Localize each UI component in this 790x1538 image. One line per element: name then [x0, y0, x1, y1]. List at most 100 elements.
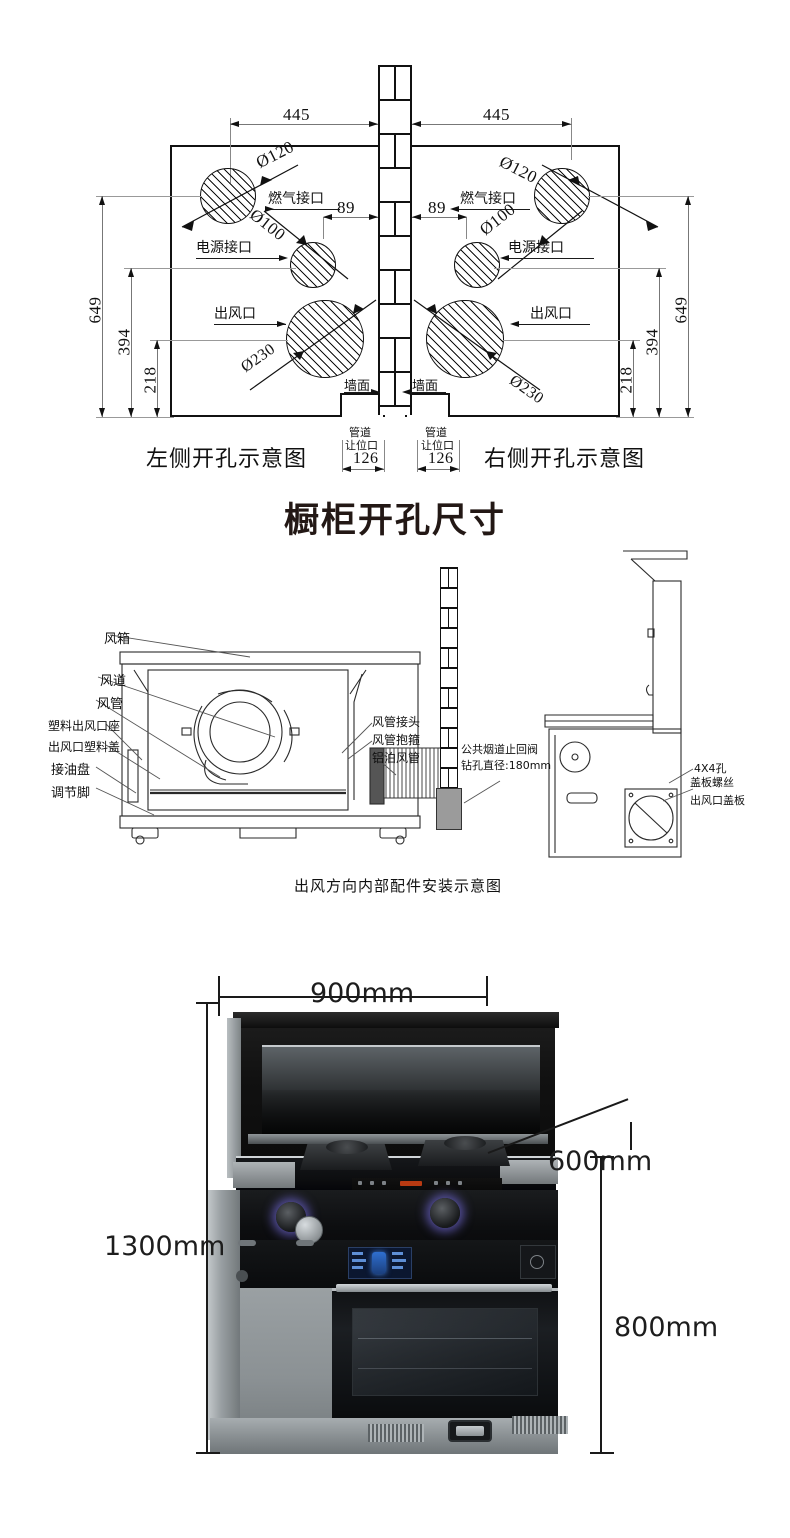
side-knob-small[interactable] — [236, 1270, 248, 1282]
side-round-control[interactable] — [295, 1216, 323, 1244]
dim-126-left-text: 126 — [353, 450, 379, 467]
dim-126-left-line — [342, 469, 384, 470]
cooktop-touch-strip[interactable] — [352, 1178, 502, 1190]
label-power-port-right: 电源接口 — [508, 240, 564, 256]
dim-1300-vline — [206, 1002, 208, 1454]
leader-outlet-right — [413, 299, 541, 391]
label-pipe-notch-left-1: 管道 — [349, 426, 371, 439]
label-pipe-notch-right-1: 管道 — [425, 426, 447, 439]
hood-left-side — [227, 1018, 241, 1178]
dim-218-right-arrow-bot — [629, 408, 636, 417]
brick-wall — [378, 65, 412, 415]
dim-394-right-text: 394 — [642, 328, 662, 356]
left-box-top — [170, 145, 385, 147]
dim-126-left-ext-a — [342, 440, 343, 472]
dim-89-left-text: 89 — [337, 198, 355, 217]
dim-126-left-arrow-b — [375, 465, 384, 472]
flue-brick-wall — [440, 567, 458, 799]
wall-left-arrow — [371, 388, 380, 395]
oven-rack-line-2 — [358, 1368, 532, 1369]
dim-218-right-arrow-top — [629, 340, 636, 349]
power-right-underline — [508, 258, 594, 259]
right-label-4x4-holes: 4X4孔 — [694, 762, 727, 775]
dim-89-right-ext — [466, 217, 467, 239]
gas-right-arrow — [450, 205, 459, 212]
dim-89-right-arrow-b — [458, 213, 467, 220]
dim-126-right-line — [417, 469, 459, 470]
dim-394-right-arrow-top — [655, 268, 662, 277]
hole-outlet-left — [286, 300, 364, 378]
dim-126-right-ext-b — [459, 440, 460, 472]
right-box-right — [618, 145, 620, 417]
part-label-duct-clamp: 风管抱箍 — [372, 733, 421, 747]
dim-89-right-line — [412, 217, 467, 218]
dim-89-right-arrow-a — [412, 213, 421, 220]
dim-800-tick-bottom — [590, 1452, 614, 1454]
right-notch-horiz — [405, 393, 450, 395]
part-label-plastic-seat: 塑料出风口座 — [48, 719, 121, 733]
left-notch-horiz — [340, 393, 385, 395]
dim-394-left-text: 394 — [114, 328, 134, 356]
wall-right-underline — [410, 392, 446, 393]
hood-top-bar — [233, 1012, 559, 1028]
dim-126-right-arrow-a — [417, 465, 426, 472]
dim-394-left-arrow-top — [127, 268, 134, 277]
dim-445-left-ext — [230, 118, 231, 183]
part-label-fengdao: 风道 — [100, 674, 127, 689]
flue-check-valve — [436, 788, 462, 830]
right-notch-vert — [448, 393, 450, 417]
dim-445-right-line — [412, 124, 572, 125]
dim-1300-tick-top — [196, 1002, 220, 1004]
airout-left-underline — [214, 324, 286, 325]
dim-394-right-line — [659, 268, 660, 417]
dim-218-right-text: 218 — [616, 366, 636, 394]
leader-power-left — [263, 210, 349, 280]
plinth-center-port-inner — [456, 1426, 484, 1436]
gas-left-underline — [268, 209, 340, 210]
power-button-icon[interactable] — [530, 1255, 544, 1269]
side-slot-a — [238, 1240, 256, 1246]
gas-left-arrow — [265, 205, 274, 212]
leader-power-right — [497, 210, 583, 280]
dim-445-right-text: 445 — [483, 105, 510, 124]
dim-89-left-arrow-a — [323, 213, 332, 220]
plinth-vent-right — [512, 1416, 568, 1434]
ext-218-right — [502, 340, 640, 341]
product-photo-section: 900mm 600mm 1300mm 800mm — [0, 940, 790, 1538]
label-air-outlet-left: 出风口 — [214, 306, 256, 322]
dim-445-left-arrow-end — [369, 120, 378, 127]
part-label-adjust-foot: 调节脚 — [51, 786, 91, 801]
knob-right[interactable] — [430, 1198, 460, 1228]
dim-218-right-line — [633, 340, 634, 417]
dim-649-right-line — [688, 196, 689, 417]
side-slot-b — [296, 1240, 314, 1246]
label-power-port-left: 电源接口 — [196, 240, 252, 256]
display-center-glow — [372, 1252, 386, 1274]
right-label-leaders — [662, 768, 694, 802]
dim-445-right-arrow-start — [412, 120, 421, 127]
middle-label-leaders — [341, 722, 397, 776]
page-title: 橱柜开孔尺寸 — [283, 501, 506, 541]
part-label-duct-joint: 风管接头 — [372, 715, 421, 729]
dim-600-tick — [630, 1122, 632, 1150]
dim-900-tick-left — [218, 976, 220, 1016]
dim-649-right-text: 649 — [671, 296, 691, 324]
oven-door-handle[interactable] — [336, 1284, 552, 1292]
dim-900-tick-right — [486, 976, 488, 1006]
dim-126-right-text: 126 — [428, 450, 454, 467]
part-label-fengguan: 风管 — [97, 697, 124, 712]
right-label-cover-screw: 盖板螺丝 — [690, 776, 734, 789]
label-pipe-notch-right-2: 让位口 — [421, 439, 454, 452]
internal-parts-diagram: 风箱 风道 风管 塑料出风口座 出风口塑料盖 接油盘 调节脚 风管接头 风管抱箍… — [0, 545, 790, 915]
part-label-oil-tray: 接油盘 — [51, 763, 91, 778]
cooktop-rim-right — [500, 1160, 558, 1184]
left-label-leaders — [95, 634, 276, 816]
right-box-bottom — [448, 415, 620, 417]
dim-126-left-ext-b — [384, 440, 385, 472]
ext-base-right — [616, 417, 694, 418]
touch-icon-row — [356, 1180, 498, 1189]
flue-note-leader — [463, 780, 501, 804]
oven-window — [352, 1308, 538, 1396]
dim-445-left-line — [230, 124, 378, 125]
